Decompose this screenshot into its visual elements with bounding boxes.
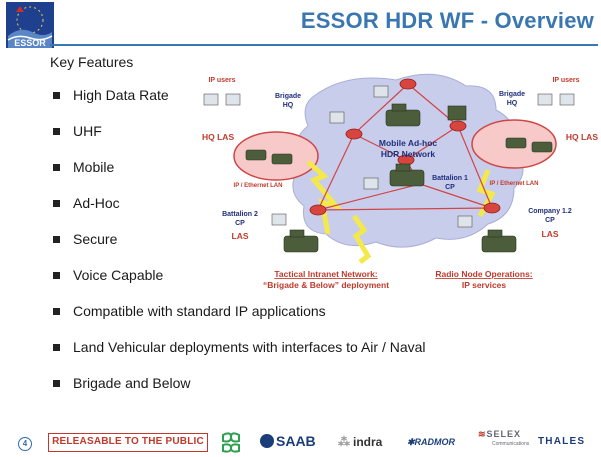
hq-las-left: HQ LAS (202, 132, 234, 142)
bullet-square-icon (53, 164, 60, 171)
radio-subtitle: IP services (462, 280, 507, 290)
battalion2-label-2: CP (235, 220, 245, 227)
essor-logo: ESSOR (6, 2, 54, 48)
feature-label: Voice Capable (73, 267, 164, 283)
network-label-1: Mobile Ad-hoc (379, 138, 438, 148)
feature-label: Secure (73, 231, 118, 247)
tactical-subtitle: “Brigade & Below” deployment (263, 280, 389, 290)
brigade-hq-left-2: HQ (283, 102, 294, 109)
feature-label: Brigade and Below (73, 375, 191, 391)
page-title: ESSOR HDR WF - Overview (300, 8, 594, 33)
router-icon (309, 78, 501, 216)
selex-sub: Communications (492, 441, 530, 447)
feature-label: Compatible with standard IP applications (73, 303, 326, 319)
thales-logo: THALES (538, 436, 586, 447)
feature-item: Secure (50, 231, 117, 247)
feature-label: Land Vehicular deployments with interfac… (73, 339, 426, 355)
feature-item: Compatible with standard IP applications (50, 303, 326, 319)
feature-item: Brigade and Below (50, 375, 191, 391)
page-number: 4 (18, 437, 32, 451)
feature-item: Land Vehicular deployments with interfac… (50, 339, 426, 355)
feature-item: High Data Rate (50, 87, 169, 103)
saab-label: SAAB (276, 433, 316, 449)
feature-item: Voice Capable (50, 267, 163, 283)
lan-left: IP / Ethernet LAN (234, 183, 283, 189)
radio-link-center (351, 214, 372, 264)
battalion1-label-1: Battalion 1 (432, 175, 468, 182)
battalion2-las: LAS (232, 231, 249, 241)
title-underline (50, 44, 598, 46)
saab-griffin-icon (260, 434, 274, 448)
bullet-square-icon (53, 128, 60, 135)
bullet-square-icon (53, 344, 60, 351)
feature-label: High Data Rate (73, 87, 169, 103)
battalion2-label-1: Battalion 2 (222, 211, 258, 218)
indra-logo: ⁂indra (338, 435, 382, 449)
feature-label: Ad-Hoc (73, 195, 120, 211)
selex-lines-icon: ≋ (478, 429, 487, 439)
selex-label: SELEX (486, 429, 522, 439)
lan-right: IP / Ethernet LAN (490, 181, 539, 187)
radmor-logo: ✱RADMOR (407, 437, 455, 448)
bullet-square-icon (53, 236, 60, 243)
radmor-star-icon: ✱ (407, 437, 415, 447)
bullet-square-icon (53, 92, 60, 99)
hq-las-right: HQ LAS (566, 132, 598, 142)
saab-logo: SAAB (260, 433, 316, 449)
feature-label: Mobile (73, 159, 115, 175)
feature-item: Ad-Hoc (50, 195, 120, 211)
brigade-hq-left-1: Brigade (275, 93, 301, 100)
bullet-square-icon (53, 380, 60, 387)
tactical-title: Tactical Intranet Network: (274, 269, 377, 279)
radmor-label: RADMOR (414, 437, 456, 447)
vehicle-icon (245, 103, 553, 253)
logo-text: ESSOR (14, 38, 46, 48)
feature-item: Mobile (50, 159, 114, 175)
key-features-heading: Key Features (50, 54, 134, 70)
bullet-square-icon (53, 272, 60, 279)
battalion1-label-2: CP (445, 184, 455, 191)
release-badge: RELEASABLE TO THE PUBLIC (48, 433, 208, 452)
feature-item: UHF (50, 123, 102, 139)
bullet-square-icon (53, 200, 60, 207)
selex-logo: ≋SELEX Communications (478, 429, 529, 447)
network-diagram: IP users IP users Brigade HQ Brigade HQ … (202, 73, 598, 290)
brigade-hq-right-2: HQ (507, 100, 518, 107)
bullet-square-icon (53, 308, 60, 315)
feature-label: UHF (73, 123, 102, 139)
radio-title: Radio Node Operations: (435, 269, 532, 279)
ip-users-right: IP users (552, 77, 579, 84)
indra-label: indra (353, 435, 383, 449)
network-label-2: HDR Network (381, 149, 436, 159)
company-label-1: Company 1.2 (528, 208, 572, 215)
ip-users-left: IP users (208, 77, 235, 84)
indra-dots-icon: ⁂ (338, 435, 350, 449)
brigade-hq-right-1: Brigade (499, 91, 525, 98)
company-label-2: CP (545, 217, 555, 224)
eda-logo-icon (222, 432, 240, 453)
footer: 4 RELEASABLE TO THE PUBLIC SAAB ⁂indra ✱… (0, 424, 601, 457)
company-las: LAS (542, 229, 559, 239)
computer-icon (203, 85, 575, 228)
